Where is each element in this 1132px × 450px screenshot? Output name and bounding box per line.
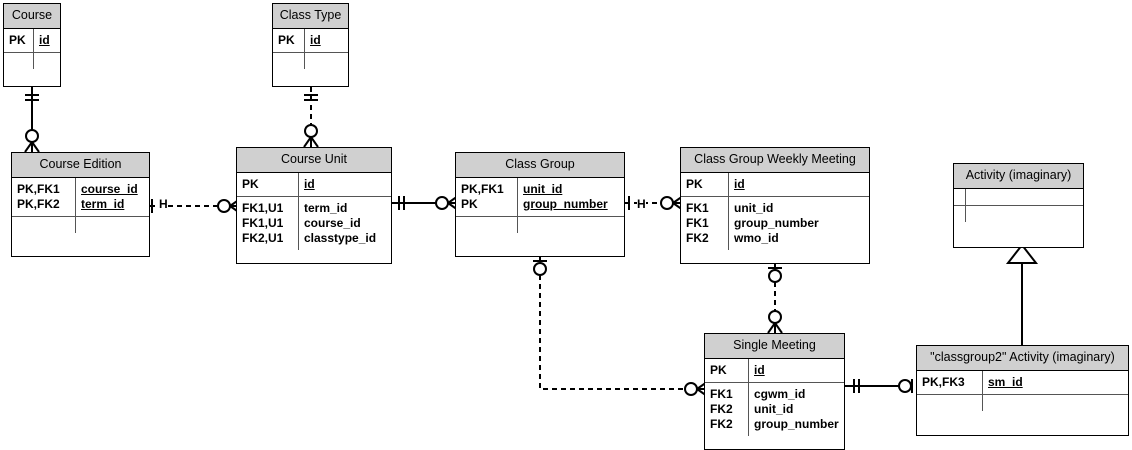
key-cell [456, 216, 518, 233]
link-class-group-to-cgwm [625, 195, 684, 211]
entity-class-group-pk-section: PK,FK1 PK unit_id group_number [456, 177, 624, 216]
attr-cell: cgwm_id unit_id group_number [754, 386, 839, 431]
entity-single-meeting-title: Single Meeting [705, 334, 844, 359]
attr-cell: id [310, 32, 321, 47]
entity-activity-attr-section [954, 204, 1083, 222]
entity-classgroup2-activity[interactable]: "classgroup2" Activity (imaginary) PK,FK… [916, 345, 1129, 436]
entity-course-unit-attr-section: FK1,U1 FK1,U1 FK2,U1 term_id course_id c… [237, 195, 391, 250]
entity-class-group[interactable]: Class Group PK,FK1 PK unit_id group_numb… [455, 152, 625, 257]
entity-course-attr-section [4, 51, 60, 69]
link-cgwm-to-single-meeting [767, 264, 783, 334]
entity-class-type-pk-section: PK id [273, 28, 348, 52]
link-course-unit-to-class-group [392, 195, 459, 211]
link-class-type-to-course-unit [303, 87, 319, 148]
attr-cell [76, 217, 149, 233]
entity-cgwm-pk-section: PK id [681, 172, 869, 196]
entity-course[interactable]: Course PK id [3, 3, 61, 87]
key-cell [4, 52, 34, 69]
entity-class-type-attr-section [273, 51, 348, 69]
key-cell: FK1 FK2 FK2 [705, 382, 749, 436]
link-class-group-to-single-meeting [533, 257, 708, 397]
entity-course-edition-title: Course Edition [12, 153, 149, 178]
link-single-meeting-to-classgroup2 [845, 379, 913, 393]
attr-cell: unit_id group_number wmo_id [734, 200, 819, 245]
entity-course-edition-attr-section [12, 215, 149, 233]
entity-course-title: Course [4, 4, 60, 29]
attr-cell: unit_id group_number [523, 181, 608, 211]
attr-cell: term_id course_id classtype_id [304, 200, 377, 245]
entity-course-unit-title: Course Unit [237, 148, 391, 173]
key-cell: FK1 FK1 FK2 [681, 196, 729, 250]
entity-activity-imaginary-title: Activity (imaginary) [954, 164, 1083, 189]
entity-class-group-title: Class Group [456, 153, 624, 178]
key-cell: FK1,U1 FK1,U1 FK2,U1 [237, 196, 299, 250]
attr-cell: id [39, 32, 50, 47]
attr-cell: course_id term_id [81, 181, 138, 211]
attr-cell [518, 217, 624, 233]
attr-cell [966, 189, 1083, 205]
link-course-to-course-edition [24, 87, 40, 153]
entity-course-unit-pk-section: PK id [237, 172, 391, 196]
link-classgroup2-inherits-activity [1005, 243, 1039, 345]
entity-classgroup2-attr-section [917, 393, 1128, 411]
key-cell [954, 205, 966, 222]
key-cell [917, 394, 983, 411]
key-cell [12, 216, 76, 233]
attr-cell: id [304, 176, 315, 191]
entity-course-unit[interactable]: Course Unit PK id FK1,U1 FK1,U1 FK2,U1 t… [236, 147, 392, 264]
key-cell: PK [4, 28, 34, 52]
key-cell: PK [273, 28, 305, 52]
entity-class-type[interactable]: Class Type PK id [272, 3, 349, 87]
entity-course-pk-section: PK id [4, 28, 60, 52]
attr-cell [305, 53, 348, 69]
entity-class-group-weekly-meeting[interactable]: Class Group Weekly Meeting PK id FK1 FK1… [680, 147, 870, 264]
entity-classgroup2-activity-title: "classgroup2" Activity (imaginary) [917, 346, 1128, 371]
link-label-class-group-h: H [637, 197, 646, 211]
entity-class-group-attr-section [456, 215, 624, 233]
entity-single-meeting[interactable]: Single Meeting PK id FK1 FK2 FK2 cgwm_id… [704, 333, 845, 450]
key-cell: PK,FK3 [917, 370, 983, 394]
attr-cell [983, 395, 1128, 411]
key-cell [954, 188, 966, 205]
entity-course-edition-pk-section: PK,FK1 PK,FK2 course_id term_id [12, 177, 149, 216]
entity-course-edition[interactable]: Course Edition PK,FK1 PK,FK2 course_id t… [11, 152, 150, 257]
key-cell: PK [681, 172, 729, 196]
key-cell [273, 52, 305, 69]
key-cell: PK [237, 172, 299, 196]
entity-activity-pk-section [954, 188, 1083, 205]
attr-cell [34, 53, 60, 69]
attr-cell: id [754, 362, 765, 377]
entity-single-meeting-pk-section: PK id [705, 358, 844, 382]
attr-cell [966, 206, 1083, 222]
key-cell: PK,FK1 PK,FK2 [12, 177, 76, 216]
entity-class-type-title: Class Type [273, 4, 348, 29]
key-cell: PK [705, 358, 749, 382]
attr-cell: id [734, 176, 745, 191]
entity-classgroup2-pk-section: PK,FK3 sm_id [917, 370, 1128, 394]
entity-class-group-weekly-meeting-title: Class Group Weekly Meeting [681, 148, 869, 173]
link-label-course-edition-h: H [159, 197, 168, 211]
entity-single-meeting-attr-section: FK1 FK2 FK2 cgwm_id unit_id group_number [705, 381, 844, 436]
attr-cell: sm_id [988, 374, 1023, 389]
key-cell: PK,FK1 PK [456, 177, 518, 216]
entity-cgwm-attr-section: FK1 FK1 FK2 unit_id group_number wmo_id [681, 195, 869, 250]
entity-activity-imaginary[interactable]: Activity (imaginary) [953, 163, 1084, 248]
